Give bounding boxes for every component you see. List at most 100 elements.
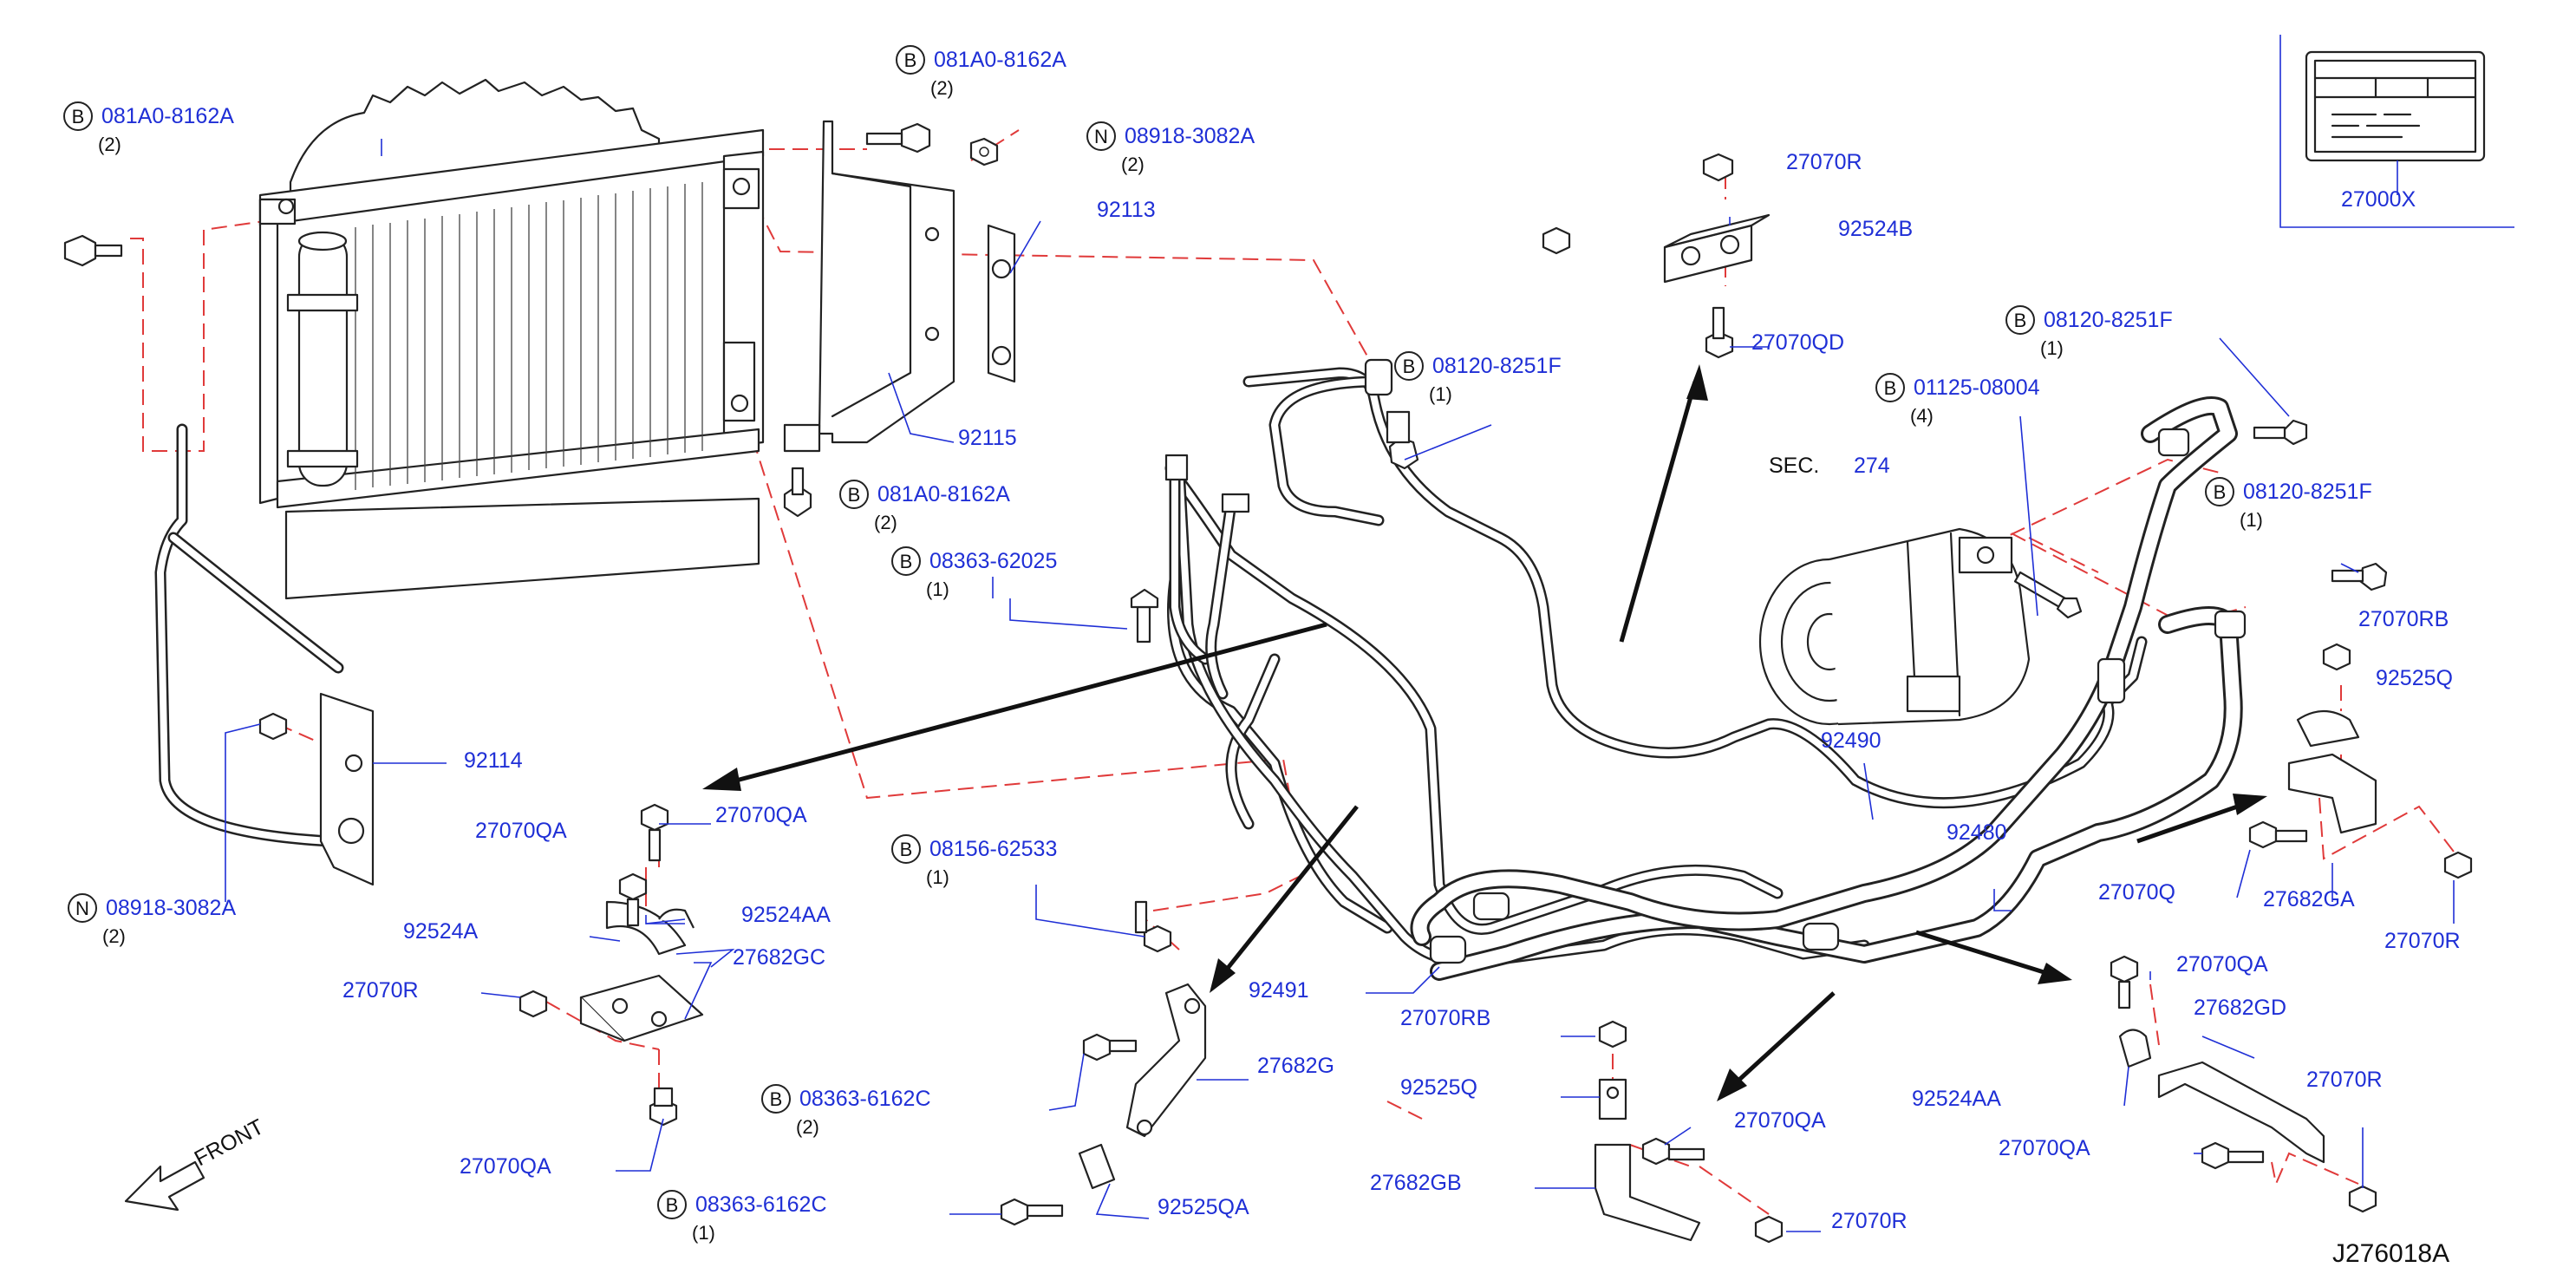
callout-part-number: 27682GA [2263,887,2355,911]
callout-92525q: 92525Q [2376,666,2453,690]
direction-arrows [702,364,2267,1101]
callout-quantity: (2) [1121,154,1145,175]
callout-part-number: 08363-6162C [799,1087,931,1111]
callout-27070r: 27070R [2384,929,2461,953]
callout-prefix-circle [1394,351,1424,381]
callout-quantity: (1) [2040,337,2064,359]
callout-quantity: (2) [98,134,121,155]
callout-part-number: 92524A [403,919,479,944]
callout-part-number: 27070R [1831,1209,1908,1233]
callout-27682g: 27682G [1257,1054,1334,1078]
callout-prefix-circle [896,45,925,75]
callout-part-number: 08156-62533 [929,837,1057,861]
clip-92525QA [1078,1143,1116,1190]
callout-part-number: 08363-6162C [695,1192,827,1217]
callout-part-number: 92524B [1838,217,1913,241]
callout-quantity: (1) [692,1222,715,1244]
callout-prefix: B [2214,481,2227,503]
callout-27070q: 27070Q [2098,880,2175,905]
callout-quantity: (2) [930,77,954,99]
callout-92525qa: 92525QA [1158,1195,1249,1219]
callout-quantity: (1) [926,578,949,600]
callout-27682gc: 27682GC [733,945,825,970]
callout-part-number: 27682GC [733,945,825,970]
callout-prefix-circle [891,546,921,576]
callout-part-number: 08120-8251F [2243,480,2372,504]
callout-prefix-circle [63,101,93,131]
callout-prefix-circle [839,480,869,509]
callout-prefix-circle [68,893,97,923]
callout-quantity: (4) [1910,405,1934,427]
callout-part-number: 27070Q [2098,880,2175,905]
callout-part-number: 08120-8251F [2044,308,2173,332]
callout-prefix: B [900,839,913,860]
callout-prefix: N [1094,126,1108,147]
clamp-92524B [1663,213,1771,284]
callout-92115: 92115 [958,426,1017,450]
sec-number: 274 [1854,454,1890,478]
callout-quantity: (1) [2240,509,2263,531]
callout-92524a: 92524A [403,919,479,944]
callout-part-number: 27070QA [1734,1108,1826,1133]
callout-prefix: B [904,49,917,71]
callout-27070rb: 27070RB [2358,607,2449,631]
callout-part-number: 27070QA [715,803,807,827]
callout-27682ga: 27682GA [2263,887,2355,911]
callout-part-number: 92115 [958,426,1017,450]
callout-27070r: 27070R [342,978,419,1003]
label-27000X [2279,35,2514,228]
callout-prefix-circle [761,1084,791,1114]
bracket-92115 [783,120,955,453]
diagram-id: J276018A [2332,1239,2449,1268]
callout-part-number: 27000X [2341,187,2416,212]
callout-27070qa: 27070QA [2176,952,2268,977]
leader-lines [225,139,2455,1232]
callout-part-number: 27682GD [2194,996,2286,1020]
callout-quantity: (2) [796,1116,819,1138]
callout-92480: 92480 [1947,820,2007,845]
callout-prefix: B [770,1088,783,1110]
callout-prefix: B [2014,310,2027,331]
callout-part-number: 27682G [1257,1054,1334,1078]
callout-08363-6162c: B 08363-6162C (2) [761,1084,931,1138]
callout-part-number: 92525Q [2376,666,2453,690]
callout-27070rb: 27070RB [1400,1006,1490,1030]
callout-part-number: 92490 [1821,728,1881,753]
callout-part-number: 92491 [1249,978,1309,1003]
callout-08120-8251f: B 08120-8251F (1) [2005,305,2173,359]
callout-92524b: 92524B [1838,217,1913,241]
callout-27070qd: 27070QD [1751,330,1844,355]
callout-prefix: B [1403,356,1416,377]
callout-part-number: 92524AA [1912,1087,2001,1111]
callout-92491: 92491 [1249,978,1309,1003]
callout-prefix: B [900,551,913,572]
callout-prefix: N [75,898,89,919]
bracket-27682GA [2287,710,2377,834]
callout-part-number: 27070QD [1751,330,1844,355]
bracket-27682GC [579,900,704,1042]
callout-92113: 92113 [1097,198,1156,222]
bracket-92113 [987,224,1016,383]
callout-part-number: 081A0-8162A [101,104,234,128]
callout-prefix: B [72,106,85,127]
callout-part-number: 27070R [1786,150,1862,174]
callout-prefix: B [1884,377,1897,399]
callout-prefix-circle [1086,121,1116,151]
callout-part-number: 27070QA [475,819,567,843]
bracket-27682G [1125,983,1207,1138]
bracket-27682GD [2118,1029,2325,1164]
callout-27070qa: 27070QA [715,803,807,827]
condenser-assembly [258,78,765,600]
callout-prefix-circle [1875,373,1905,402]
callout-part-number: 08120-8251F [1432,354,1562,378]
front-label: FRONT [191,1114,268,1171]
callout-part-number: 27070QA [1999,1136,2090,1160]
callout-27682gd: 27682GD [2194,996,2286,1020]
callout-081a0-8162a: B 081A0-8162A (2) [63,101,234,155]
